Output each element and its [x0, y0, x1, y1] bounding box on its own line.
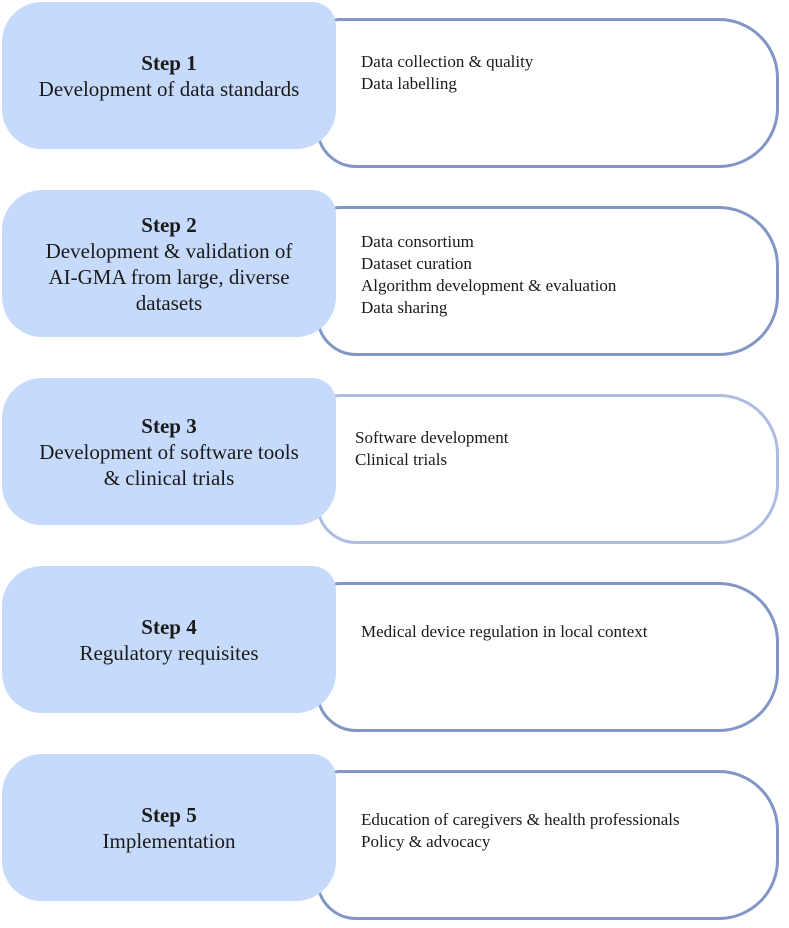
step-5-detail-item: Policy & advocacy [361, 832, 491, 851]
step-3-row: Software development Clinical trials Ste… [0, 376, 789, 551]
step-5-title: Step 5 [141, 802, 197, 827]
step-5-box: Step 5 Implementation [2, 754, 336, 901]
step-2-row: Data consortium Dataset curation Algorit… [0, 188, 789, 363]
step-2-detail-item: Data sharing [361, 298, 448, 317]
step-4-description: Regulatory requisites [79, 640, 259, 665]
step-2-details-box: Data consortium Dataset curation Algorit… [316, 206, 779, 356]
step-1-row: Data collection & quality Data labelling… [0, 0, 789, 175]
step-3-detail-item: Clinical trials [355, 450, 448, 469]
step-3-detail-item: Software development [355, 428, 509, 447]
step-2-detail-item: Data consortium [361, 232, 474, 251]
step-5-description: Implementation [102, 828, 236, 853]
step-5-detail-item: Education of caregivers & health profess… [361, 810, 680, 829]
step-2-box: Step 2 Development & validation of AI-GM… [2, 190, 336, 337]
step-2-description-line: datasets [135, 290, 203, 315]
step-5-row: Education of caregivers & health profess… [0, 752, 789, 927]
step-5-details-list: Education of caregivers & health profess… [361, 809, 680, 853]
step-5-details-box: Education of caregivers & health profess… [316, 770, 779, 920]
step-2-title: Step 2 [141, 212, 197, 237]
step-4-details-list: Medical device regulation in local conte… [361, 621, 648, 643]
step-3-description-line: Development of software tools [39, 439, 299, 464]
step-2-description-line: AI-GMA from large, diverse [48, 264, 290, 289]
step-1-details-list: Data collection & quality Data labelling [361, 51, 533, 95]
step-3-details-list: Software development Clinical trials [355, 427, 508, 471]
step-3-description-line: & clinical trials [103, 465, 235, 490]
step-2-detail-item: Algorithm development & evaluation [361, 276, 617, 295]
step-3-box: Step 3 Development of software tools & c… [2, 378, 336, 525]
step-4-row: Medical device regulation in local conte… [0, 564, 789, 739]
step-3-title: Step 3 [141, 413, 197, 438]
step-1-detail-item: Data collection & quality [361, 52, 534, 71]
step-1-title: Step 1 [141, 50, 197, 75]
step-1-detail-item: Data labelling [361, 74, 457, 93]
step-4-detail-item: Medical device regulation in local conte… [361, 622, 648, 641]
step-4-title: Step 4 [141, 614, 197, 639]
step-1-box: Step 1 Development of data standards [2, 2, 336, 149]
step-3-details-box: Software development Clinical trials [316, 394, 779, 544]
step-2-detail-item: Dataset curation [361, 254, 472, 273]
step-2-description-line: Development & validation of [45, 238, 293, 263]
step-4-details-box: Medical device regulation in local conte… [316, 582, 779, 732]
step-2-details-list: Data consortium Dataset curation Algorit… [361, 231, 616, 319]
step-1-description: Development of data standards [38, 76, 300, 101]
step-1-details-box: Data collection & quality Data labelling [316, 18, 779, 168]
step-4-box: Step 4 Regulatory requisites [2, 566, 336, 713]
